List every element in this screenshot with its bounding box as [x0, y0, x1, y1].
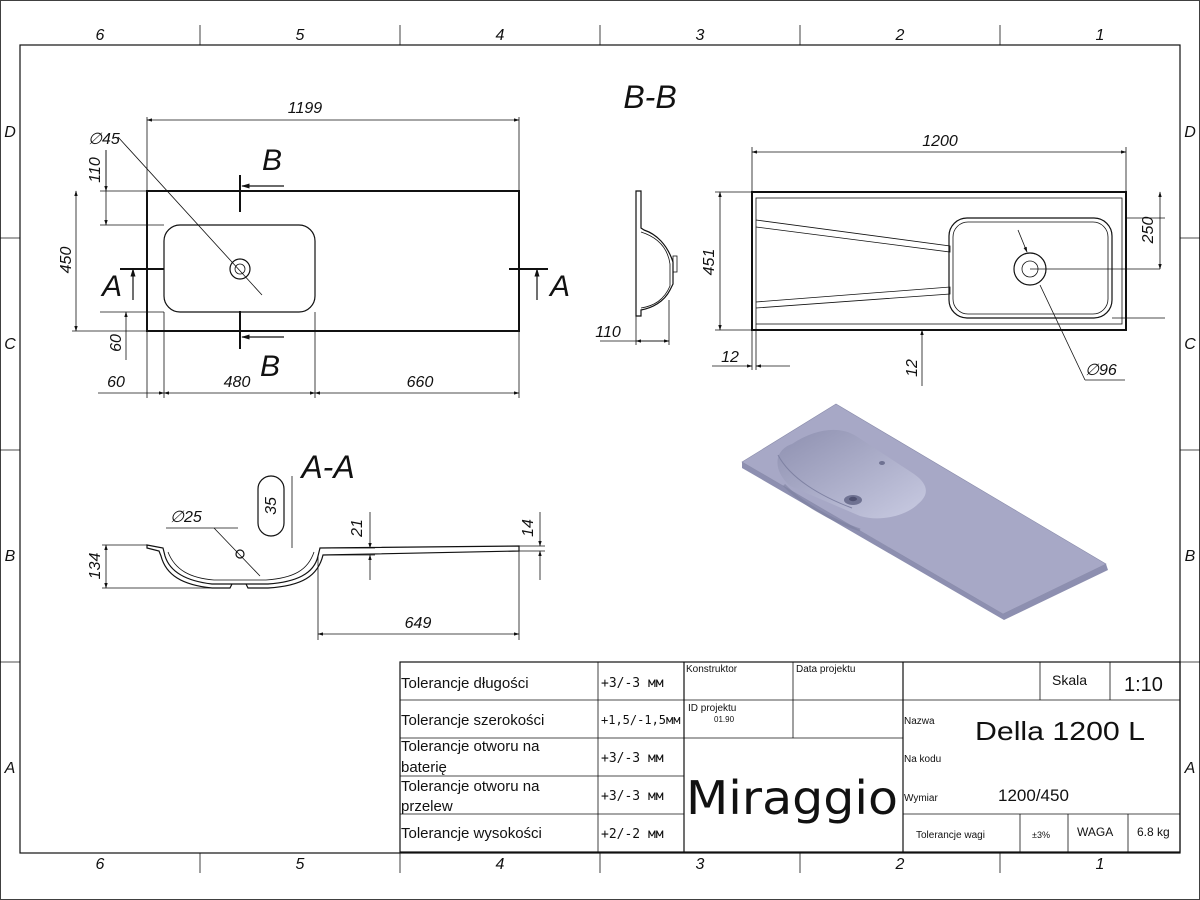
column-label: 2: [895, 27, 905, 44]
dimension-width: 450: [58, 247, 75, 274]
column-label: 4: [496, 27, 505, 44]
tolerance-value: +3/-3 мм: [601, 751, 664, 766]
nazwa-label: Nazwa: [904, 716, 935, 727]
dimension-offset-top: 110: [87, 157, 104, 183]
dimension-rim-bottom: 12: [904, 359, 921, 377]
dimension-deck: 649: [405, 615, 432, 632]
id-projektu-value: 01.90: [714, 715, 735, 724]
dimension-height: 134: [87, 553, 104, 580]
hole-diameter-label: ∅45: [88, 131, 120, 148]
dimension-rim-left: 12: [721, 349, 739, 366]
drain-hole: [229, 258, 251, 280]
column-label: 3: [696, 27, 705, 44]
bowl-outline: [163, 224, 316, 313]
tolerance-label: Tolerancje szerokości: [401, 712, 544, 729]
dimension-left: 60: [107, 374, 125, 391]
dimension-width: 1200: [922, 133, 958, 150]
isometric-render: [741, 403, 1108, 620]
side-profile-view: 110: [595, 190, 678, 345]
tolerance-value: +3/-3 мм: [601, 676, 664, 691]
row-label: A: [4, 760, 16, 777]
dimension-drain: ∅96: [1085, 362, 1117, 379]
section-marker-a-left: A: [100, 268, 164, 303]
row-label: B: [5, 548, 16, 565]
id-projektu-label: ID projektu: [688, 703, 736, 714]
tolerance-label: Tolerancje otworu na: [401, 738, 540, 755]
dimension-height: 451: [701, 249, 718, 276]
tolerance-value: +2/-2 мм: [601, 827, 664, 842]
tolerancje-wagi-label: Tolerancje wagi: [916, 830, 985, 841]
svg-text:B: B: [260, 350, 280, 383]
column-label: 3: [696, 856, 705, 873]
column-label: 2: [895, 856, 905, 873]
section-marker-b-top: B: [239, 144, 284, 212]
column-labels-bottom: 6 5 4 3 2 1: [96, 856, 1105, 873]
column-label: 6: [96, 27, 105, 44]
waga-value: 6.8 kg: [1137, 825, 1170, 839]
dimension-bowl-depth: 250: [1140, 217, 1157, 245]
wymiar-value: 1200/450: [998, 786, 1069, 805]
countertop-outline: [146, 190, 520, 332]
row-label: C: [4, 336, 16, 353]
row-label: D: [4, 124, 16, 141]
row-labels-left: D C B A: [4, 124, 17, 777]
svg-text:A: A: [100, 270, 122, 303]
dimension-length: 1199: [288, 100, 323, 117]
dimension-edge: 14: [520, 519, 537, 537]
section-marker-b-bottom: B: [239, 311, 284, 383]
dimension-hole: ∅25: [170, 509, 202, 526]
row-label: C: [1184, 336, 1196, 353]
column-labels-top: 6 5 4 3 2 1: [96, 27, 1105, 44]
na-kodu-label: Na kodu: [904, 754, 941, 765]
tolerance-label: Tolerancje długości: [401, 675, 529, 692]
column-label: 1: [1096, 27, 1105, 44]
tolerance-value: +3/-3 мм: [601, 789, 664, 804]
section-aa-view: A-A 35 ∅25 134 21 14 649: [87, 449, 545, 640]
skala-label: Skala: [1052, 672, 1087, 688]
skala-value: 1:10: [1124, 674, 1163, 696]
column-label: 1: [1096, 856, 1105, 873]
section-marker-a-right: A: [509, 268, 570, 303]
dimension-bowl: 480: [224, 374, 251, 391]
section-aa-title: A-A: [299, 449, 354, 485]
tolerance-label: Tolerancje otworu na: [401, 778, 540, 795]
tolerance-value: +1,5/-1,5мм: [601, 713, 680, 727]
row-label: D: [1184, 124, 1196, 141]
wymiar-label: Wymiar: [904, 793, 938, 804]
konstruktor-label: Konstruktor: [686, 664, 738, 675]
row-labels-right: D C B A: [1184, 124, 1197, 777]
row-label: A: [1184, 760, 1196, 777]
column-label: 6: [96, 856, 105, 873]
svg-text:B: B: [262, 144, 282, 177]
column-label: 4: [496, 856, 505, 873]
dimension-offset-bottom: 60: [108, 334, 125, 352]
column-label: 5: [296, 856, 305, 873]
dimension-depth: 110: [595, 324, 621, 341]
waga-label: WAGA: [1077, 825, 1113, 839]
brand-logo: Miraggio: [686, 771, 898, 825]
section-bb-title: B-B: [623, 79, 676, 115]
section-bb-view: B-B 1200 451 250 12 12: [623, 79, 1165, 386]
dimension-right: 660: [407, 374, 434, 391]
nazwa-value: Della 1200 L: [975, 716, 1145, 746]
column-label: 5: [296, 27, 305, 44]
data-projektu-label: Data projektu: [796, 664, 855, 675]
title-block: Tolerancje długości Tolerancje szerokośc…: [399, 661, 1181, 853]
tolerance-label: przelew: [401, 798, 453, 815]
tolerance-label: Tolerancje wysokości: [401, 825, 542, 842]
dimension-overflow: 35: [263, 497, 280, 515]
tolerancje-wagi-value: ±3%: [1032, 830, 1050, 840]
svg-text:A: A: [548, 270, 570, 303]
top-view: ∅45 1199 110 450 60 60 480 660 A: [58, 100, 570, 398]
dimension-mid: 21: [349, 519, 366, 538]
tolerance-label: baterię: [401, 759, 447, 776]
row-label: B: [1185, 548, 1196, 565]
